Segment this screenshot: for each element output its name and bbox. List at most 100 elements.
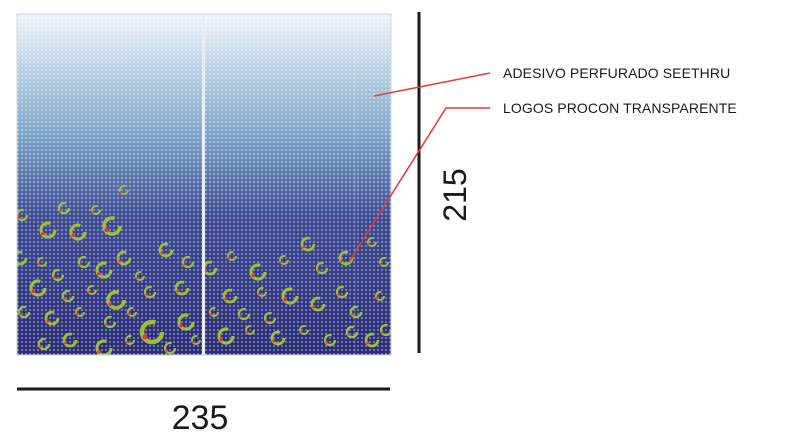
procon-ring-accent <box>46 319 50 323</box>
procon-ring-accent <box>302 245 306 249</box>
procon-ring-logo <box>127 307 137 317</box>
procon-ring-accent <box>204 269 208 273</box>
procon-ring-accent <box>366 341 370 345</box>
procon-ring-logo <box>270 330 286 346</box>
procon-ring-logo <box>263 311 277 325</box>
procon-ring-accent <box>351 313 354 316</box>
procon-ring-accent <box>192 340 195 344</box>
procon-ring-logo <box>227 251 237 261</box>
procon-ring-accent <box>165 349 168 352</box>
procon-ring-accent <box>368 242 371 246</box>
procon-ring-logo <box>37 337 51 351</box>
procon-ring-logo <box>375 291 385 301</box>
procon-ring-logo <box>17 305 31 319</box>
procon-ring-accent <box>64 341 68 345</box>
procon-ring-accent <box>39 345 42 348</box>
height-dimension-label: 215 <box>437 168 473 222</box>
procon-ring-accent <box>118 259 122 263</box>
procon-ring-accent <box>41 231 45 236</box>
procon-ring-logo <box>177 313 195 331</box>
procon-ring-logo <box>37 257 47 267</box>
procon-ring-logo <box>217 327 235 345</box>
procon-ring-logo <box>135 271 145 281</box>
callout-leader-logos <box>348 107 490 263</box>
callout-leader-adhesive <box>373 72 491 97</box>
procon-ring-accent <box>105 323 108 326</box>
procon-ring-accent <box>258 292 261 296</box>
procon-ring-accent <box>136 276 139 280</box>
procon-ring-accent <box>380 262 383 266</box>
procon-ring-logo <box>281 287 299 305</box>
procon-ring-logo <box>335 285 349 299</box>
procon-ring-logo <box>69 223 87 241</box>
procon-ring-logo <box>125 335 135 345</box>
procon-ring-logo <box>17 250 28 266</box>
procon-ring-logo <box>106 290 126 310</box>
procon-ring-accent <box>160 251 164 255</box>
procon-ring-logo <box>379 257 389 267</box>
procon-ring-logo <box>17 208 29 222</box>
procon-ring-logo <box>181 255 195 269</box>
procon-ring-accent <box>108 302 113 306</box>
perforated-adhesive-panel <box>16 13 392 356</box>
callout-label-logos: LOGOS PROCON TRANSPARENTE <box>503 100 737 116</box>
procon-ring-accent <box>239 315 242 318</box>
procon-ring-accent <box>120 190 123 194</box>
width-dimension-label: 235 <box>171 399 229 437</box>
procon-ring-logo <box>364 332 380 348</box>
procon-ring-logo <box>95 261 113 279</box>
procon-ring-logo <box>87 285 97 295</box>
procon-ring-accent <box>19 313 22 316</box>
procon-ring-accent <box>63 297 66 300</box>
procon-ring-logo <box>349 305 363 319</box>
procon-ring-accent <box>53 276 56 279</box>
procon-ring-accent <box>38 262 41 266</box>
procon-ring-logo <box>119 185 129 195</box>
procon-ring-logo <box>279 255 289 265</box>
procon-logo-field <box>17 185 391 355</box>
procon-ring-logo <box>75 307 85 317</box>
procon-ring-logo <box>95 339 113 355</box>
procon-ring-accent <box>280 260 283 264</box>
panel-divider <box>202 14 205 355</box>
procon-ring-logo <box>379 323 391 337</box>
procon-ring-accent <box>97 349 101 354</box>
procon-ring-accent <box>126 340 129 344</box>
procon-ring-logo <box>29 279 47 297</box>
procon-ring-accent <box>317 269 320 272</box>
procon-ring-logo <box>57 201 71 215</box>
procon-ring-accent <box>31 289 35 294</box>
procon-ring-logo <box>61 289 75 303</box>
procon-ring-logo <box>103 315 117 329</box>
procon-ring-accent <box>272 339 276 343</box>
procon-ring-accent <box>312 305 316 309</box>
procon-ring-accent <box>251 273 255 278</box>
procon-ring-logo <box>367 237 377 247</box>
procon-ring-accent <box>283 297 287 302</box>
procon-ring-logo <box>315 261 329 275</box>
procon-ring-accent <box>265 319 268 322</box>
procon-ring-accent <box>142 334 148 340</box>
procon-ring-logo <box>191 335 201 345</box>
procon-ring-accent <box>347 333 350 336</box>
procon-ring-accent <box>179 323 183 328</box>
procon-ring-logo <box>209 307 219 317</box>
procon-ring-accent <box>381 331 384 334</box>
procon-ring-accent <box>79 263 82 266</box>
procon-ring-accent <box>183 263 186 266</box>
procon-ring-logo <box>300 236 316 252</box>
procon-ring-logo <box>323 333 337 347</box>
procon-ring-logo <box>158 242 174 258</box>
procon-ring-accent <box>104 228 109 232</box>
procon-ring-accent <box>97 271 101 276</box>
procon-ring-accent <box>246 330 249 334</box>
procon-ring-accent <box>128 312 131 316</box>
procon-ring-accent <box>71 233 75 238</box>
procon-ring-accent <box>88 290 91 294</box>
procon-ring-logo <box>310 296 326 312</box>
procon-ring-logo <box>102 216 122 236</box>
procon-ring-logo <box>345 325 359 339</box>
procon-ring-logo <box>116 250 132 266</box>
procon-ring-accent <box>76 312 79 316</box>
